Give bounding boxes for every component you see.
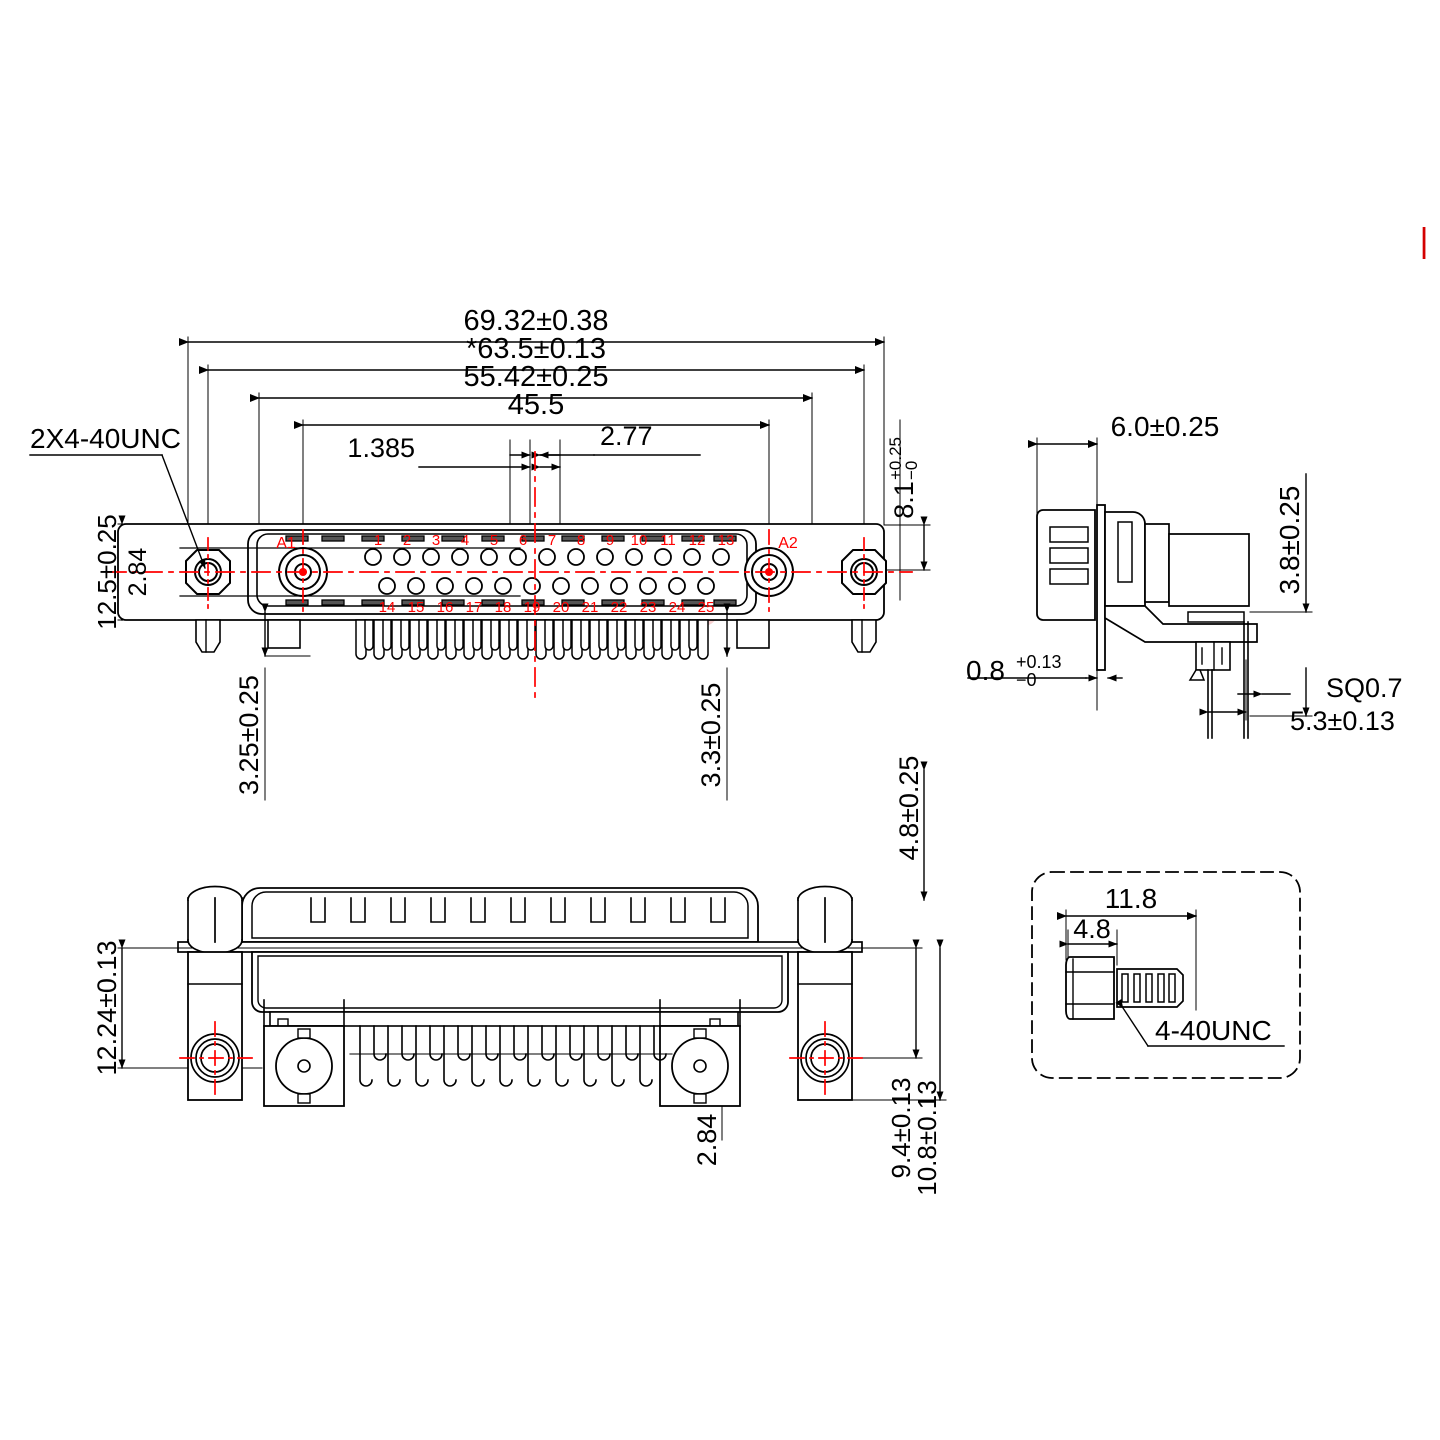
pin-label-24: 24	[669, 599, 686, 616]
dim-8-1-tol-lower: −0	[902, 461, 921, 480]
dim-10-8: 10.8±0.13	[912, 1080, 942, 1195]
pin-label-10: 10	[631, 532, 648, 549]
dim-2-77: 2.77	[600, 421, 653, 451]
dim-1-385: 1.385	[347, 433, 415, 463]
pin-label-6: 6	[519, 532, 527, 549]
pin-label-9: 9	[606, 532, 614, 549]
dim-0-8: 0.8	[966, 655, 1005, 686]
note-4-40unc: 4-40UNC	[1155, 1015, 1272, 1046]
pin-label-18: 18	[495, 599, 512, 616]
pin-label-25: 25	[698, 599, 715, 616]
dim-4-8: 4.8	[1073, 914, 1111, 944]
pin-label-19: 19	[524, 599, 541, 616]
dim-3-25: 3.25±0.25	[234, 675, 264, 795]
pin-label-2: 2	[403, 532, 411, 549]
pin-label-23: 23	[640, 599, 657, 616]
dim-12-24: 12.24±0.13	[92, 941, 122, 1076]
dim-8-1: 8.1	[889, 481, 919, 519]
pin-label-16: 16	[437, 599, 454, 616]
dim-55-42: 55.42±0.25	[464, 361, 609, 393]
pin-label-17: 17	[466, 599, 483, 616]
pin-label-4: 4	[461, 532, 469, 549]
dim-0-8-tol-upper: +0.13	[1016, 652, 1062, 672]
dim-2-84-bottom: 2.84	[692, 1114, 722, 1167]
dim-3-8: 3.8±0.25	[1274, 486, 1305, 595]
pin-label-5: 5	[490, 532, 498, 549]
pin-label-7: 7	[548, 532, 556, 549]
pin-label-11: 11	[660, 532, 676, 549]
pin-label-15: 15	[408, 599, 425, 616]
corner-mark-icon: |	[1420, 222, 1429, 260]
pin-label-21: 21	[582, 599, 599, 616]
pin-label-1: 1	[374, 532, 382, 549]
dim-5-3: 5.3±0.13	[1290, 706, 1395, 736]
dim-4-8-right: 4.8±0.25	[894, 756, 924, 861]
dim-12-5: 12.5±0.25	[92, 514, 122, 629]
pin-label-12: 12	[689, 532, 706, 549]
dim-0-8-tol-lower: −0	[1016, 670, 1037, 690]
pin-label-22: 22	[611, 599, 628, 616]
dim-6-0: 6.0±0.25	[1111, 411, 1220, 442]
pin-label-20: 20	[553, 599, 570, 616]
dim-63-5: *63.5±0.13	[466, 333, 606, 365]
dim-45-5: 45.5	[508, 389, 564, 421]
dim-2-84-top: 2.84	[124, 548, 152, 597]
note-sq07: SQ0.7	[1326, 673, 1403, 703]
pin-label-14: 14	[379, 599, 396, 616]
dim-11-8: 11.8	[1105, 883, 1157, 914]
dim-3-3: 3.3±0.25	[696, 683, 726, 788]
coax-label-a2: A2	[778, 535, 798, 552]
pin-label-13: 13	[718, 532, 735, 549]
dim-69-32: 69.32±0.38	[464, 305, 609, 337]
dim-8-1-tol-upper: +0.25	[886, 437, 905, 480]
pin-label-8: 8	[577, 532, 585, 549]
coax-label-a1: A1	[276, 535, 296, 552]
dim-9-4: 9.4±0.13	[886, 1077, 916, 1178]
pin-label-3: 3	[432, 532, 440, 549]
note-2x4-40unc: 2X4-40UNC	[30, 423, 181, 454]
